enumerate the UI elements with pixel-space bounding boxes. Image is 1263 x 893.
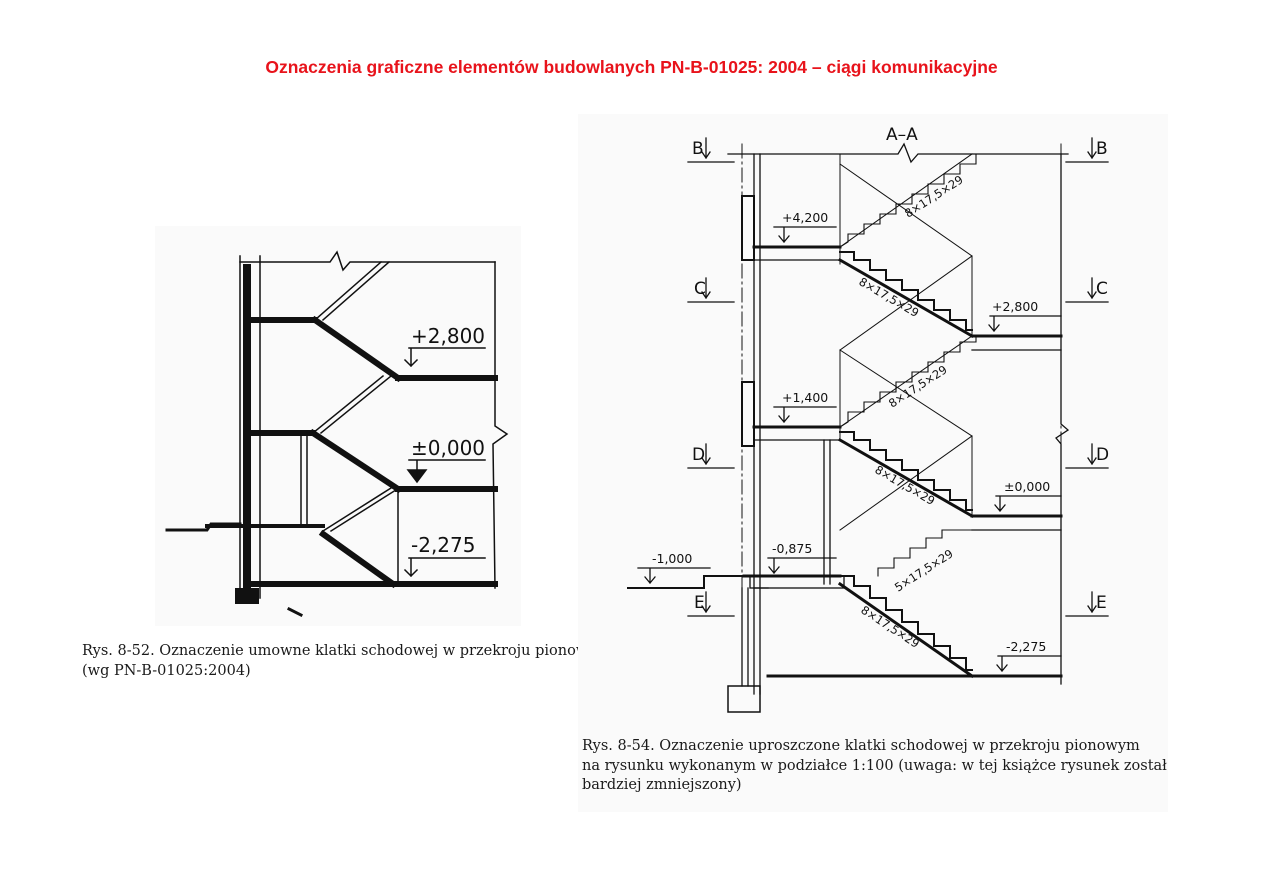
flight-label: 8×17,5×29 (857, 274, 922, 320)
staircase-section-drawing-2: A–A B C D E B C D E +4,200 +2,800 +1,400… (627, 125, 1109, 713)
caption-line: Rys. 8-52. Oznaczenie umowne klatki scho… (82, 643, 611, 659)
caption-line: Rys. 8-54. Oznaczenie uproszczone klatki… (582, 738, 1140, 754)
level-label: +2,800 (411, 324, 485, 348)
cut-label: E (694, 593, 705, 613)
cut-label: D (692, 445, 705, 465)
level-label: -2,275 (411, 533, 475, 557)
caption-line: bardziej zmniejszony) (582, 777, 742, 793)
figure-staircase-simplified: A–A B C D E B C D E +4,200 +2,800 +1,400… (578, 114, 1168, 812)
cut-label: D (1096, 445, 1109, 465)
staircase-section-drawing-1: +2,800 ±0,000 -2,275 (165, 250, 509, 618)
figure-staircase-conventional: +2,800 ±0,000 -2,275 (155, 226, 521, 626)
cut-label: C (694, 279, 706, 299)
level-label: -1,000 (652, 551, 692, 566)
level-label: ±0,000 (411, 436, 485, 460)
level-label: +4,200 (782, 210, 828, 225)
section-label: A–A (886, 125, 918, 145)
cut-label: C (1096, 279, 1108, 299)
level-label: -0,875 (772, 541, 812, 556)
figure-caption: Rys. 8-54. Oznaczenie uproszczone klatki… (582, 737, 1172, 796)
cut-label: B (692, 139, 704, 159)
cut-label: B (1096, 139, 1108, 159)
caption-line: (wg PN-B-01025:2004) (82, 662, 251, 679)
flight-label: 5×17,5×29 (892, 546, 956, 594)
cut-label: E (1096, 593, 1107, 613)
figure-caption: Rys. 8-52. Oznaczenie umowne klatki scho… (82, 642, 682, 681)
level-label: +1,400 (782, 390, 828, 405)
caption-line: na rysunku wykonanym w podziałce 1:100 (… (582, 757, 1167, 774)
level-label: +2,800 (992, 299, 1038, 314)
page-title: Oznaczenia graficzne elementów budowlany… (265, 57, 998, 77)
level-label: ±0,000 (1004, 479, 1050, 494)
level-label: -2,275 (1006, 639, 1046, 654)
